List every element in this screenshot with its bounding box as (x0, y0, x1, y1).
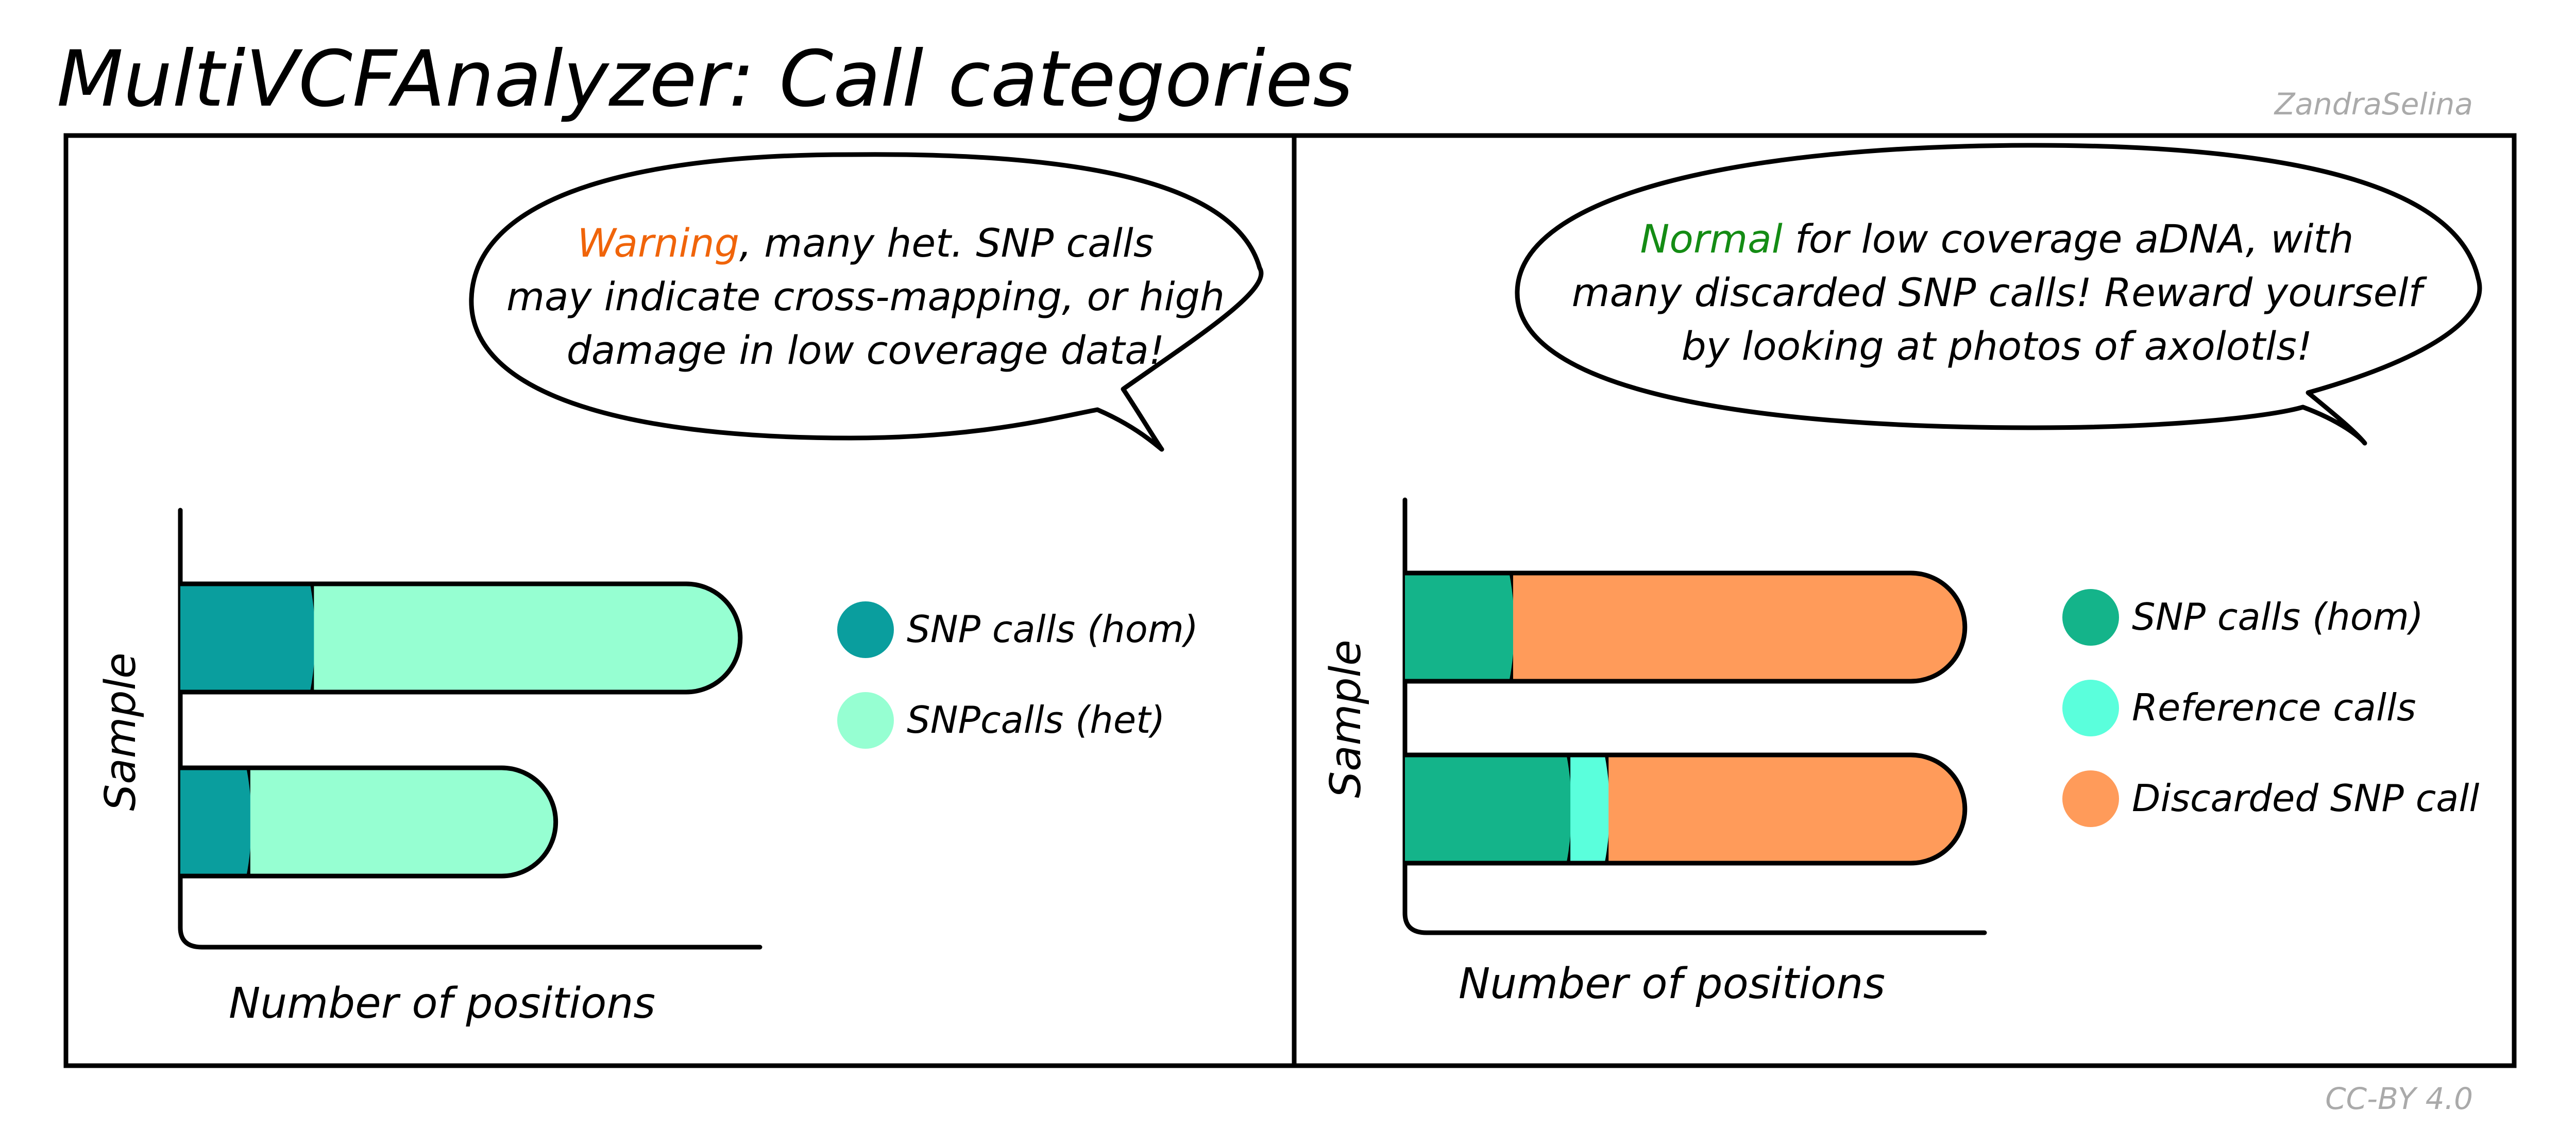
bar-segment (1513, 573, 1965, 681)
chart-axes-left (178, 508, 762, 950)
speech-bubble-left (469, 152, 1264, 452)
speech-line-3-left: damage in low coverage data! (567, 327, 1165, 373)
bar-outline (1405, 570, 1968, 684)
legend-label: Reference calls (2132, 686, 2416, 729)
xlabel-left: Number of positions (229, 979, 655, 1028)
xlabel-right: Number of positions (1459, 960, 1885, 1008)
speech-line-2-left: may indicate cross-mapping, or high (506, 274, 1225, 319)
speech-bubble-right (1515, 143, 2482, 446)
speech-highlight-normal: Normal (1640, 216, 1783, 262)
speech-highlight-warning: Warning (577, 220, 739, 266)
bar-outline (180, 581, 743, 695)
bar-segment (1405, 573, 1514, 681)
bar-segment (1570, 755, 1610, 863)
speech-line-1-left: Warning, many het. SNP calls (577, 220, 1154, 266)
bars-left (180, 581, 743, 879)
legend-swatch (837, 601, 894, 658)
legend-swatch (2062, 680, 2119, 736)
legend-label: SNP calls (hom) (907, 608, 1198, 651)
legend-left: SNP calls (hom) SNPcalls (het) (837, 601, 1198, 749)
chart-axes-right (1402, 497, 1987, 935)
bar-outline (1405, 752, 1968, 866)
legend-swatch (837, 692, 894, 749)
ylabel-left: Sample (96, 652, 145, 811)
bar-row (1405, 573, 1965, 681)
bar-segment (180, 584, 315, 692)
bar-row (180, 768, 556, 876)
speech-line-3-right: by looking at photos of axolotls! (1682, 323, 2313, 369)
speech-line-1-rest: , many het. SNP calls (739, 220, 1154, 266)
speech-line-2-right: many discarded SNP calls! Reward yoursel… (1572, 270, 2428, 315)
bar-row (180, 584, 740, 692)
bar-segment (1405, 755, 1572, 863)
legend-label: Discarded SNP call (2132, 777, 2479, 820)
speech-line-1-right: Normal for low coverage aDNA, with (1640, 216, 2354, 262)
bar-outline (180, 765, 558, 879)
ylabel-right: Sample (1321, 640, 1370, 798)
bars-right (1405, 570, 1968, 866)
legend-label: SNPcalls (het) (907, 698, 1165, 742)
panel-right: Normal for low coverage aDNA, with many … (1321, 143, 2482, 1008)
speech-line-1-rest: for low coverage aDNA, with (1783, 216, 2354, 262)
comic-title: MultiVCFAnalyzer: Call categories (57, 35, 1353, 124)
legend-right: SNP calls (hom) Reference callsDiscarded … (2062, 589, 2479, 827)
bar-segment (1608, 755, 1965, 863)
bar-row (1405, 755, 1965, 863)
legend-label: SNP calls (hom) (2132, 595, 2424, 638)
panel-right-frame (1292, 133, 2517, 1068)
panel-left: Warning, many het. SNP calls may indicat… (96, 152, 1264, 1028)
legend-swatch (2062, 770, 2119, 827)
legend-swatch (2062, 589, 2119, 646)
bar-segment (314, 584, 740, 692)
bar-segment (180, 768, 251, 876)
bar-segment (250, 768, 556, 876)
author-credit: ZandraSelina (2274, 87, 2473, 122)
license-label: CC-BY 4.0 (2325, 1081, 2473, 1116)
